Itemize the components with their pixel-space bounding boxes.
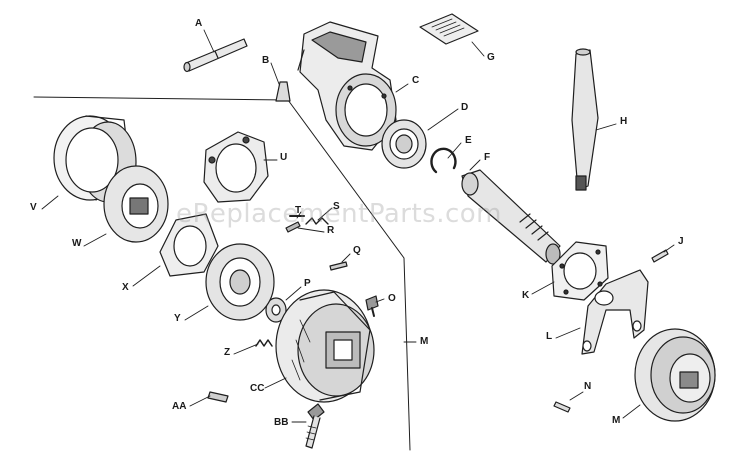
callout-p: P [304, 278, 311, 289]
callout-o: O [388, 293, 396, 304]
part-bearing-d [381, 119, 427, 169]
part-clutch-cone-cc [275, 289, 375, 403]
part-bolt-bb [305, 403, 325, 449]
callout-u: U [280, 152, 288, 163]
watermark: eReplacementParts.com [176, 199, 503, 229]
callout-h: H [620, 116, 628, 127]
subassembly-boundary [33, 96, 411, 451]
part-gasket-k [551, 241, 609, 301]
callout-y: Y [174, 313, 181, 324]
part-clutch-disc-w [103, 165, 169, 243]
part-pin-q [329, 261, 348, 271]
callout-w: W [72, 238, 82, 249]
callout-z: Z [224, 347, 231, 358]
callout-m-upper: M [420, 336, 429, 347]
callout-cc: CC [250, 383, 265, 394]
part-handle-h [571, 48, 599, 191]
part-spring-z [255, 339, 273, 347]
part-bushing-p [265, 297, 287, 323]
part-shaft-f [461, 169, 561, 265]
callout-j: J [678, 236, 684, 247]
part-key-n [553, 401, 571, 413]
part-bracket-x [159, 213, 219, 277]
part-name-plate-g [419, 13, 479, 45]
callout-q: Q [353, 245, 361, 256]
callout-bb: BB [274, 417, 289, 428]
callout-v: V [30, 202, 37, 213]
part-pressure-plate-y [205, 243, 275, 321]
part-yoke-l [581, 269, 649, 355]
callout-aa: AA [172, 401, 187, 412]
part-snap-ring-e [430, 147, 457, 174]
callout-c: C [412, 75, 420, 86]
part-pin-j [651, 249, 669, 263]
part-key-aa [207, 391, 229, 403]
callout-f: F [484, 152, 491, 163]
callout-k: K [522, 290, 530, 301]
callout-e: E [465, 135, 472, 146]
part-pin-a [183, 38, 248, 73]
callout-b: B [262, 55, 270, 66]
callout-a: A [195, 18, 203, 29]
callout-m-lower: M [612, 415, 621, 426]
part-bearing-cap-u [203, 131, 269, 203]
part-screw-o [365, 295, 379, 317]
callout-n: N [584, 381, 592, 392]
callout-r: R [327, 225, 335, 236]
part-gear-housing-c [297, 21, 397, 151]
callout-d: D [461, 102, 469, 113]
callout-x: X [122, 282, 129, 293]
callout-l: L [546, 331, 553, 342]
part-clutch-hub-m2 [634, 328, 716, 422]
leader-lines [41, 29, 675, 423]
callout-s: S [333, 201, 340, 212]
part-spring-s [305, 217, 329, 225]
part-key-b [275, 81, 291, 102]
part-key-r [285, 221, 301, 233]
callout-g: G [487, 52, 495, 63]
callout-t: T [295, 205, 302, 216]
